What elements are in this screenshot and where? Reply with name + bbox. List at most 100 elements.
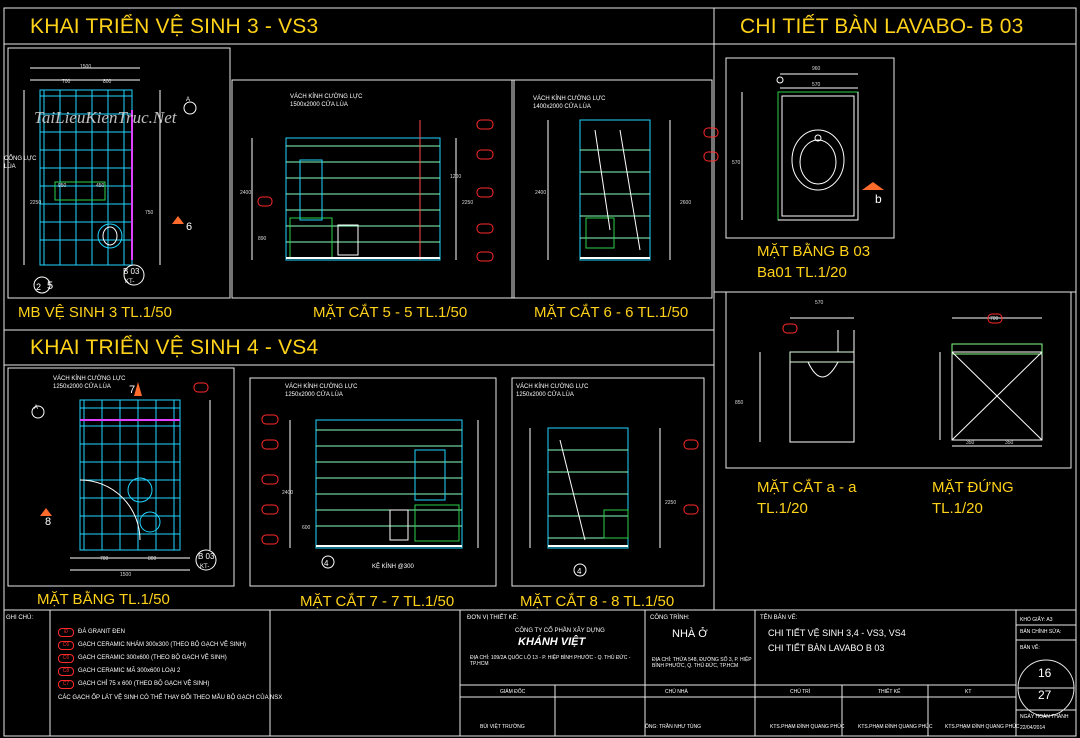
kt-tag-vs4: KT- (200, 564, 210, 570)
legend-item-text: GẠCH CERAMIC MÃ 300x600 LOẠI 2 (78, 668, 181, 674)
aa-basin (807, 361, 839, 378)
dim-cut55-h4: 890 (258, 236, 267, 242)
dim-b03-w: 960 (812, 66, 821, 72)
b03-tag-vs4: B 03 (198, 552, 215, 561)
elev-tag (987, 313, 1003, 324)
elev-cabinet (951, 351, 1043, 441)
cut55-material-tag (476, 149, 494, 160)
aa-countertop (789, 351, 855, 363)
frame-mb-vs4 (7, 367, 235, 587)
glass-note-cut77: VÁCH KÍNH CƯỜNG LỰC (285, 384, 358, 390)
num-4-cut77: 4 (324, 559, 329, 568)
signature-role: GIÁM ĐỐC (500, 689, 526, 695)
legend-header: GHI CHÚ: (6, 615, 33, 621)
cut55-material-tag (476, 187, 494, 198)
cut77-grid-bubble (321, 555, 335, 569)
vs3-shower-tray (54, 181, 106, 201)
cut55-walls (285, 137, 441, 261)
cut77-material-tag (261, 474, 279, 485)
dim-el-b: 350 (1005, 440, 1014, 446)
cut55-cabinet (289, 217, 333, 259)
view-title-mb-vs3: MB VỆ SINH 3 TL.1/50 (18, 304, 172, 321)
dim-cut77-h600: 600 (302, 525, 311, 531)
b03-callout-vs3 (123, 264, 145, 286)
vs4-granite-tag (193, 382, 209, 393)
cut88-material-tag (683, 439, 699, 450)
kt-tag-vs3: KT- (125, 279, 135, 285)
cut66-walls (579, 119, 651, 261)
legend-item-text: GẠCH CERAMIC 300x600 (THEO BỘ GẠCH VỆ SI… (78, 655, 227, 661)
grid-bubble-a (183, 101, 197, 115)
cut55-mirror (299, 159, 323, 221)
cut66-reflection (619, 129, 641, 251)
b03-counter-inner (777, 91, 859, 221)
legend-code-badge: Đ (58, 628, 74, 637)
watermark-logo: TaiLieuKienTruc.Net (34, 108, 177, 127)
dim-b03-d: 570 (732, 160, 741, 166)
signature-role: THIẾT KẾ (878, 689, 901, 695)
side-label-2: LÙA (4, 164, 16, 170)
legend-code-badge: C6 (58, 654, 74, 663)
view-title-cut-5-5: MẶT CẮT 5 - 5 TL.1/50 (313, 304, 468, 321)
b03-tag-vs3: B 03 (123, 267, 140, 276)
cut88-grid-bubble (573, 563, 587, 577)
dim-el-w: 700 (990, 316, 999, 322)
vs3-basin-inner (102, 226, 118, 246)
b03-dim-dot (776, 76, 784, 84)
cut55-toilet (337, 224, 359, 256)
vs3-section-title: KHAI TRIỂN VỆ SINH 3 - VS3 (30, 15, 319, 38)
project-name: NHÀ Ở (672, 628, 708, 640)
cut77-material-tag (261, 534, 279, 545)
view-title-cut-6-6: MẶT CẮT 6 - 6 TL.1/50 (534, 304, 689, 321)
legend-item-text: ĐÁ GRANIT ĐEN (78, 629, 125, 635)
label-b: b (875, 192, 882, 206)
num-8-vs4: 8 (45, 516, 52, 528)
grid-a-vs4: A (34, 405, 39, 411)
cut66-material-tag (703, 127, 719, 138)
glass-size-plan4: 1250x2000 CỬA LÙA (53, 384, 111, 390)
grid-bubble-2 (33, 276, 51, 294)
signature-role: CHỦ NHÀ (665, 689, 688, 695)
dim-cut66-h: 2400 (535, 190, 547, 196)
cut77-walls (315, 419, 463, 549)
frame-cut-6-6 (511, 79, 713, 299)
legend-item-text: GẠCH CHỈ 75 x 600 (THEO BỘ GẠCH VỆ SINH) (78, 681, 210, 687)
dim-plan4-c: 1500 (120, 572, 132, 578)
designer-label: ĐƠN VỊ THIẾT KẾ: (467, 615, 519, 621)
dim-cut55-h3: 1200 (450, 174, 462, 180)
date-value: 22/04/2014 (1020, 725, 1046, 731)
sheet-number: 16 (1038, 666, 1052, 680)
dim-cut55-h2: 2250 (462, 200, 474, 206)
section-arrow-6 (172, 216, 184, 224)
dim-plan4-b: 800 (148, 556, 157, 562)
cut77-material-tag (261, 439, 279, 450)
glass-size-cut66: 1400x2000 CỬA LÙA (533, 104, 591, 110)
view-title-elevation: MẶT ĐỨNG (932, 479, 1014, 496)
frame-plan-b03 (725, 57, 895, 239)
vs4-plan-walls (79, 399, 181, 551)
b03-section-arrow (862, 182, 884, 190)
sheet-border (3, 7, 1077, 737)
grid-2-vs3: 2 (36, 282, 42, 292)
lavabo-section-title: CHI TIẾT BÀN LAVABO- B 03 (740, 15, 1024, 38)
dim-plan3-b: 800 (103, 79, 112, 85)
legend-code-badge: C8 (58, 667, 74, 676)
glass-size-cut77: 1250x2000 CỬA LÙA (285, 392, 343, 398)
dim-plan3-top: 1500 (80, 64, 92, 70)
drawing-name-2: CHI TIẾT BÀN LAVABO B 03 (768, 643, 885, 653)
vs4-basin (139, 511, 161, 533)
glass-size-cut55: 1500x2000 CỬA LÙA (290, 102, 348, 108)
view-title-cut-a-a-scale: TL.1/20 (757, 500, 808, 517)
cut77-toilet (389, 509, 409, 541)
company-line: CÔNG TY CỔ PHẦN XÂY DỰNG (515, 628, 605, 634)
dim-plan3-d: 450 (96, 183, 105, 189)
cut77-material-tag (261, 504, 279, 515)
cut88-walls (547, 427, 629, 549)
b03-counter-outline (781, 95, 855, 217)
signature-name: KTS.PHẠM ĐÌNH QUANG PHÚC (945, 724, 1020, 730)
dim-aa-w: 570 (815, 300, 824, 306)
paper-label: KHỔ GIẤY: A3 (1020, 617, 1053, 623)
view-title-mb-vs4: MẶT BẰNG TL.1/50 (37, 591, 170, 608)
dim-cut55-h: 2400 (240, 190, 252, 196)
